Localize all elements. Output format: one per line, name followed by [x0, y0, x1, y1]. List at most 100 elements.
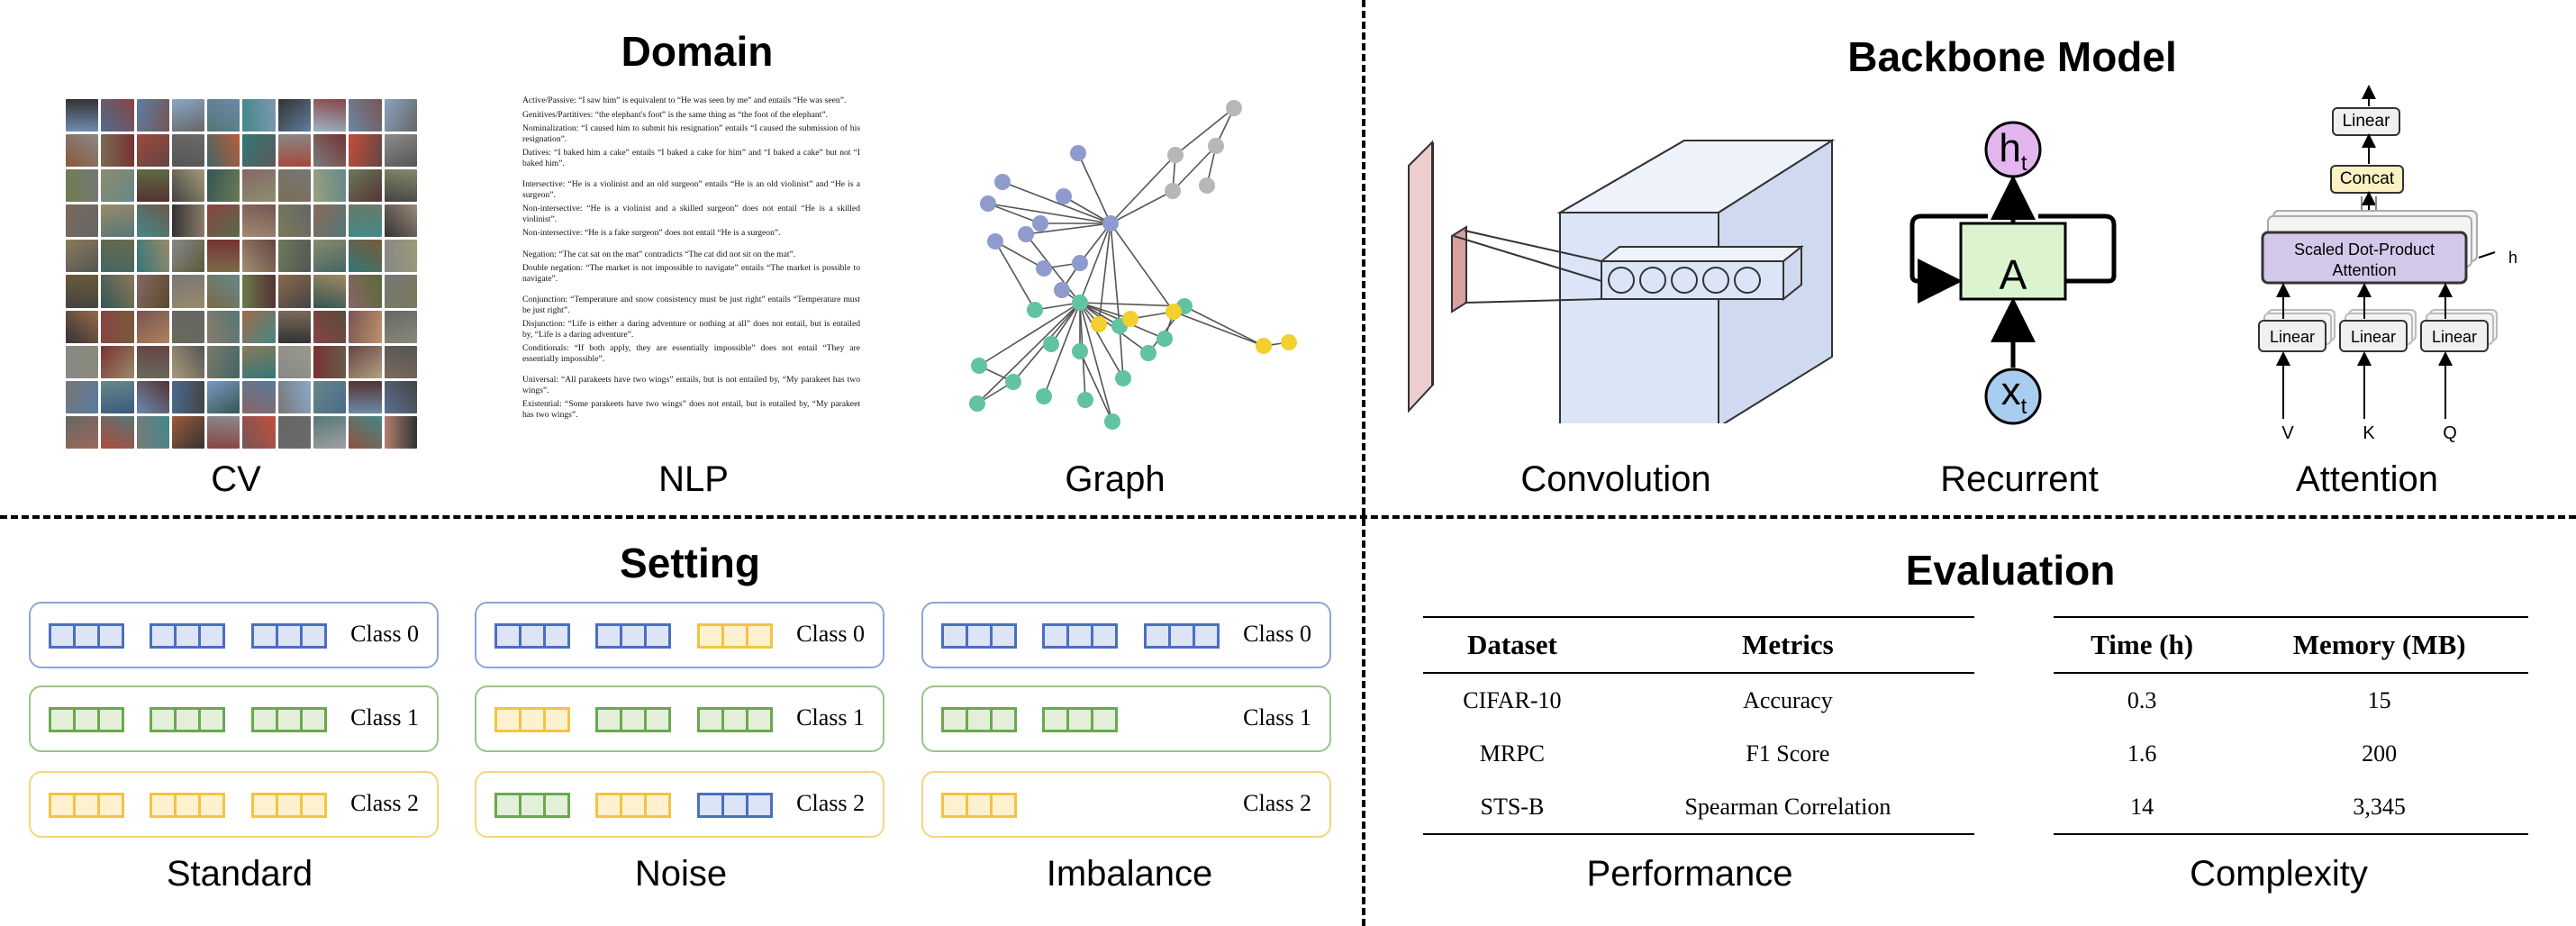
nlp-example: Active/Passive: “I saw him” is equivalen…: [522, 95, 847, 105]
graph-edge: [1110, 154, 1176, 224]
complexity-header-memory: Memory (MB): [2292, 629, 2466, 660]
graph-node: [1072, 255, 1088, 271]
sample-chip: [49, 793, 124, 818]
cv-thumbnail: [136, 99, 169, 132]
cv-thumbnail: [384, 169, 417, 203]
attention-linear-v: Linear: [2269, 328, 2316, 346]
cv-thumbnail: [277, 380, 312, 413]
attention-input-q: Q: [2443, 423, 2457, 443]
rnn-h-label: ht: [1999, 126, 2027, 176]
graph-node: [971, 358, 987, 374]
evaluation-title: Evaluation: [1905, 547, 2116, 594]
sample-chip: [251, 623, 327, 649]
graph-node: [1070, 145, 1086, 161]
cv-thumbnail: [66, 275, 99, 308]
cv-thumbnail: [66, 134, 99, 168]
graph-node: [1199, 177, 1215, 194]
attention-input-v: V: [2281, 423, 2294, 443]
cv-thumbnail: [136, 415, 169, 449]
cv-thumbnail: [349, 169, 382, 203]
cv-thumbnail: [242, 310, 276, 343]
cv-thumbnail: [242, 169, 276, 203]
class-label: Class 0: [1243, 621, 1311, 647]
sample-chip: [941, 793, 1017, 818]
sample-chip: [697, 623, 773, 649]
graph-edge: [987, 203, 1041, 224]
attention-linear-q: Linear: [2431, 328, 2478, 346]
sample-chip: [595, 623, 671, 649]
nlp-example: Double negation: “The market is not impo…: [522, 263, 860, 284]
cv-thumbnail: [384, 134, 417, 168]
graph-node: [1072, 343, 1088, 359]
cv-thumbnail: [207, 204, 240, 238]
setting-class-box: Class 0: [475, 602, 884, 668]
cv-thumbnail: [66, 169, 99, 203]
cv-thumbnail: [384, 345, 417, 378]
graph-edge: [1175, 107, 1235, 156]
cv-thumbnail: [384, 310, 417, 343]
cv-thumbnail: [136, 345, 169, 378]
cv-thumbnail: [313, 169, 347, 203]
recurrent-diagram: [1909, 121, 2117, 425]
cv-thumbnail: [207, 415, 240, 449]
cv-thumbnail: [349, 380, 382, 413]
cv-thumbnail: [277, 415, 312, 449]
cv-thumbnail: [101, 134, 134, 168]
graph-node: [1226, 100, 1242, 116]
attention-h-label: h: [2508, 249, 2518, 267]
caption-recurrent: Recurrent: [1940, 459, 2099, 499]
caption-complexity: Complexity: [2190, 854, 2368, 894]
graph-edge: [1110, 222, 1120, 327]
cv-thumbnail: [349, 134, 382, 168]
graph-node: [969, 395, 985, 412]
graph-node: [1054, 282, 1070, 298]
graph-node: [1072, 295, 1088, 311]
setting-class-box: Class 2: [29, 771, 439, 838]
sample-chip: [49, 623, 124, 649]
sample-chip: [697, 707, 773, 732]
sample-chip: [1144, 623, 1220, 649]
graph-node: [1122, 311, 1138, 327]
cv-thumbnail: [207, 310, 240, 343]
graph-edge: [978, 302, 1081, 367]
graph-edge: [1110, 222, 1175, 313]
sample-chip: [49, 707, 124, 732]
backbone-title: Backbone Model: [1847, 33, 2177, 80]
cv-thumbnail: [349, 240, 382, 273]
sample-chip: [251, 793, 327, 818]
graph-edge: [1079, 222, 1111, 304]
performance-header-metrics: Metrics: [1742, 629, 1834, 660]
graph-node: [1140, 345, 1156, 361]
cv-thumbnail: [277, 99, 312, 132]
cv-thumbnail: [349, 310, 382, 343]
sample-chip: [494, 623, 570, 649]
cv-thumbnail: [101, 310, 134, 343]
cv-thumbnail: [101, 345, 134, 378]
cv-thumbnail: [136, 240, 169, 273]
class-label: Class 2: [796, 790, 865, 816]
graph-node: [1256, 338, 1272, 354]
cv-thumbnail: [136, 275, 169, 308]
graph-edge: [1063, 195, 1111, 224]
class-label: Class 0: [796, 621, 865, 647]
cv-thumbnail: [277, 134, 312, 168]
cv-thumbnail: [384, 240, 417, 273]
nlp-example: Conjunction: “Temperature and snow consi…: [522, 295, 860, 315]
sample-chip: [150, 623, 225, 649]
cv-thumbnail: [136, 134, 169, 168]
cv-thumbnail: [384, 380, 417, 413]
cv-thumbnail: [101, 240, 134, 273]
graph-node: [1027, 302, 1043, 318]
cv-thumbnail: [66, 415, 99, 449]
cv-thumbnail: [207, 99, 240, 132]
cv-thumbnail: [101, 204, 134, 238]
cv-thumbnail: [242, 204, 276, 238]
graph-edge: [1079, 302, 1124, 379]
setting-class-box: Class 0: [29, 602, 439, 668]
cv-thumbnail: [384, 415, 417, 449]
sample-chip: [595, 793, 671, 818]
cv-thumbnail: [349, 275, 382, 308]
